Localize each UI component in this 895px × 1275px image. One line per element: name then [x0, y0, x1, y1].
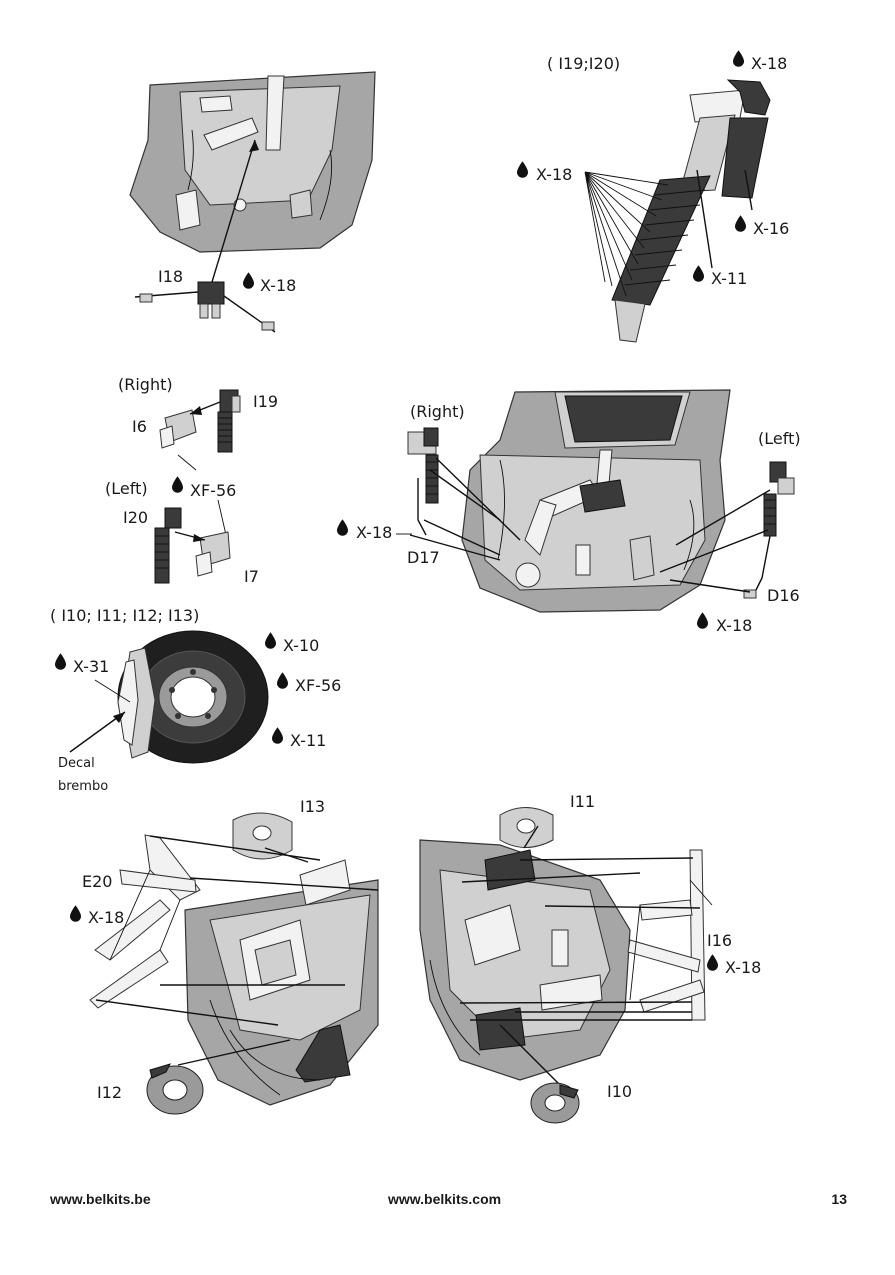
chassis-rear-illustration	[129, 71, 376, 253]
bracket-i6-illustration	[159, 409, 197, 449]
leader-arrows	[95, 835, 379, 1066]
left-shock-illustration	[743, 461, 795, 599]
shock-absorber-closeup	[611, 79, 771, 343]
gearbox-part-illustration	[134, 281, 276, 333]
paint-drop-icon	[243, 272, 254, 289]
paint-drop-icon	[697, 612, 708, 629]
paint-drop-icon	[272, 727, 283, 744]
paint-drop-icon	[707, 954, 718, 971]
disc-i13-illustration	[232, 812, 293, 860]
paint-drop-icon	[172, 476, 183, 493]
decal-label-line2: brembo	[58, 779, 108, 794]
part-label-i16: I16	[707, 931, 732, 950]
left-shock-illustration	[154, 507, 182, 584]
part-label-i11: I11	[570, 792, 595, 811]
paint-label: X-18	[725, 958, 761, 977]
step-title: ( I10; I11; I12; I13)	[50, 606, 199, 625]
rear-chassis-right-illustration	[419, 839, 631, 1081]
step-shock-parts: (Right) I19 I6 (Left) XF-56 I20	[105, 375, 278, 586]
step-brake-disc: ( I10; I11; I12; I13) X-31 X-10 XF-56 X-…	[50, 606, 341, 794]
decal-label-line1: Decal	[58, 756, 95, 771]
paint-drop-icon	[517, 161, 528, 178]
paint-label: X-18	[260, 276, 296, 295]
part-label-i20: I20	[123, 508, 148, 527]
paint-drop-icon	[55, 653, 66, 670]
leader-lines	[584, 169, 753, 297]
step-i19-i20-detail: ( I19;I20) X-18 X-18 X-16 X-11	[517, 50, 789, 343]
step-left-suspension: I13 E20 X-18 I12	[70, 797, 379, 1115]
part-label-i12: I12	[97, 1083, 122, 1102]
paint-drop-icon	[265, 632, 276, 649]
rear-chassis-left-illustration	[184, 859, 379, 1106]
disc-i12-illustration	[146, 1063, 204, 1115]
paint-label-reservoir: X-16	[753, 219, 789, 238]
footer-website-com[interactable]: www.belkits.com	[388, 1191, 502, 1207]
step-title: ( I19;I20)	[547, 54, 620, 73]
paint-drop-icon	[693, 265, 704, 282]
leader-arrows	[409, 457, 771, 593]
wishbone-i16-illustration	[627, 849, 713, 1021]
chassis-top-illustration	[461, 389, 731, 613]
part-label-e20: E20	[82, 872, 112, 891]
step-right-suspension: I11 I16 X-18 I10	[419, 792, 761, 1124]
paint-drop-icon	[337, 519, 348, 536]
paint-label-left: X-18	[356, 523, 392, 542]
right-shock-illustration	[217, 389, 241, 453]
part-label-i13: I13	[300, 797, 325, 816]
leader-arrows	[459, 825, 701, 1086]
step-shock-install: (Right) (Left) X-18 D1	[337, 389, 801, 635]
step-i18: I18 X-18	[129, 71, 376, 333]
left-label: (Left)	[758, 429, 801, 448]
bracket-i7-illustration	[195, 531, 231, 577]
part-label-i7: I7	[244, 567, 259, 586]
paint-drop-icon	[277, 672, 288, 689]
part-label-i10: I10	[607, 1082, 632, 1101]
disc-i10-illustration	[530, 1082, 580, 1124]
right-shock-illustration	[407, 427, 439, 536]
paint-drop-icon	[733, 50, 744, 67]
paint-label-ring: XF-56	[295, 676, 341, 695]
paint-drop-icon	[735, 215, 746, 232]
paint-label: X-18	[88, 908, 124, 927]
paint-drop-icon	[70, 905, 81, 922]
brake-disc-illustration	[117, 630, 269, 764]
part-label-i19: I19	[253, 392, 278, 411]
page-number: 13	[831, 1191, 847, 1207]
footer-website-be[interactable]: www.belkits.be	[50, 1191, 151, 1207]
right-label: (Right)	[410, 402, 465, 421]
right-label: (Right)	[118, 375, 173, 394]
paint-label-hub: X-11	[290, 731, 326, 750]
disc-i11-illustration	[499, 807, 554, 848]
paint-label: XF-56	[190, 481, 236, 500]
part-label-i18: I18	[158, 267, 183, 286]
wishbone-e20-illustration	[89, 834, 201, 1009]
leader-arrow	[211, 139, 256, 283]
part-label-i6: I6	[132, 417, 147, 436]
paint-label-spring: X-18	[536, 165, 572, 184]
part-label-d16: D16	[767, 586, 800, 605]
paint-label-right: X-18	[716, 616, 752, 635]
part-label-d17: D17	[407, 548, 440, 567]
left-label: (Left)	[105, 479, 148, 498]
paint-label-disc: X-10	[283, 636, 319, 655]
paint-label-top: X-18	[751, 54, 787, 73]
paint-label-caliper: X-31	[73, 657, 109, 676]
paint-label-body: X-11	[711, 269, 747, 288]
